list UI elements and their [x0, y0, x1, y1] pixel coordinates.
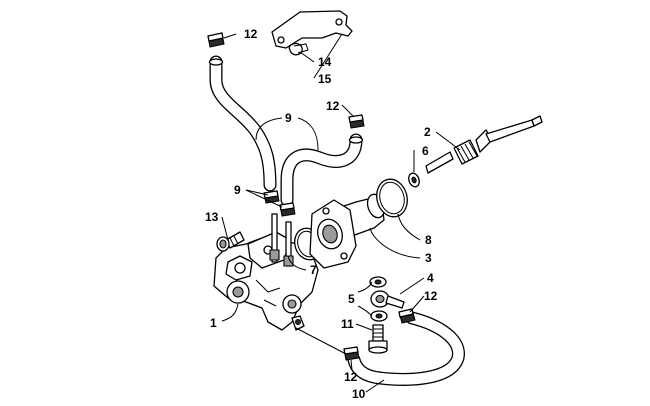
callout-13: 13 [205, 210, 219, 224]
washer-5-upper [369, 276, 387, 288]
callout-15: 15 [318, 72, 332, 86]
callout-10: 10 [352, 387, 366, 401]
hose-10 [347, 311, 465, 386]
hose-9-left [208, 55, 277, 192]
oil-pump-body-1 [213, 231, 319, 331]
clamp-12-bottom [343, 346, 360, 361]
bolt-13 [216, 231, 245, 252]
callout-12-right: 12 [424, 289, 438, 303]
callout-9-top: 9 [285, 111, 292, 125]
clamp-9-left [263, 190, 280, 204]
callout-12-upper-right: 12 [326, 99, 340, 113]
callout-8: 8 [425, 233, 432, 247]
callout-3: 3 [425, 251, 432, 265]
callout-2: 2 [424, 125, 431, 139]
callout-7: 7 [310, 263, 317, 277]
callout-14: 14 [318, 55, 332, 69]
pump-nipple-left [269, 213, 280, 263]
leader-lines [221, 33, 461, 393]
banjo-bolt-11 [368, 324, 388, 354]
washer-5-lower [370, 310, 388, 322]
drive-gear-shaft-2 [425, 115, 543, 174]
callout-5: 5 [348, 292, 355, 306]
callout-12-top: 12 [244, 27, 258, 41]
callout-9-mid: 9 [234, 183, 241, 197]
hose-clip-14 [288, 42, 309, 56]
callout-1: 1 [210, 316, 217, 330]
callout-4: 4 [427, 271, 434, 285]
callout-11: 11 [341, 317, 354, 331]
pump-housing-3 [309, 193, 386, 269]
callout-12-bottom: 12 [344, 370, 358, 384]
banjo-fitting-4 [370, 290, 405, 309]
callout-6: 6 [422, 144, 429, 158]
clamp-12-upper-right [348, 114, 365, 129]
clamp-12-right [398, 308, 416, 324]
washer-6 [408, 172, 420, 188]
clamp-12-top [207, 32, 225, 48]
hose-9-right [280, 133, 364, 207]
o-ring-8 [376, 178, 408, 218]
bracket-15 [271, 10, 353, 49]
clamp-9-right [279, 202, 296, 217]
pump-nipple-right [283, 221, 294, 267]
